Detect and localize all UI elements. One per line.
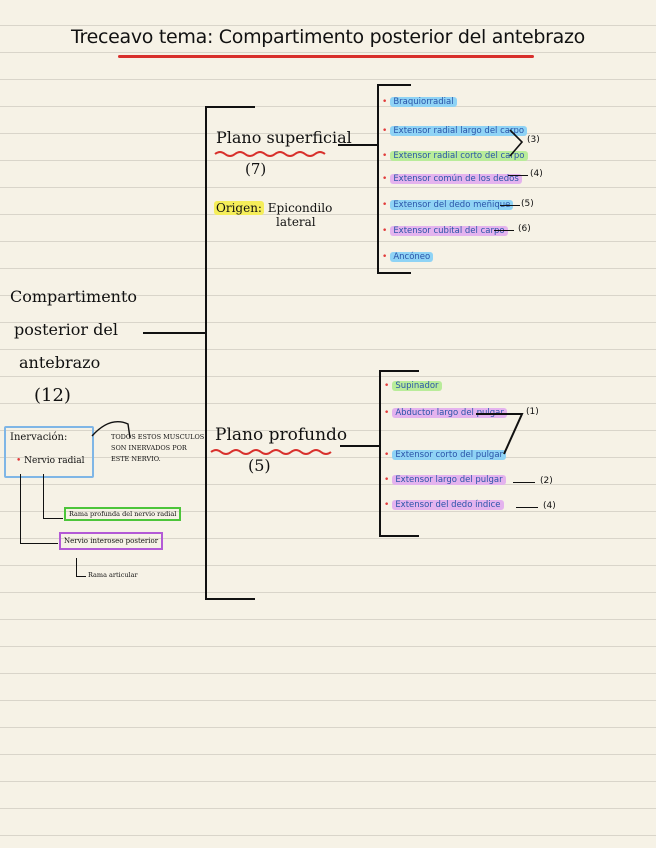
superficial-connector [338,144,378,146]
superficial-ref-3: (3) [527,135,540,145]
nerve-name-text: Nervio radial [24,456,85,466]
superficial-count: (7) [245,160,267,178]
ref-line-p4 [516,507,538,508]
superficial-item-text: Extensor cubital del carpo [390,226,508,236]
profundo-item-text: Extensor del dedo índice [392,500,504,510]
origin-value-2: lateral [276,215,316,229]
innervation-label: Inervación: [10,432,68,443]
superficial-item-text: Braquiorradial [390,97,457,107]
profundo-item: •Abductor largo del pulgar [384,408,507,419]
note-line-2: SON INERVADOS POR [111,444,187,452]
profundo-ref-1: (1) [526,407,539,417]
bullet-icon: • [382,126,388,136]
branch-line-inner [43,474,44,519]
branch-line-art-h [76,576,86,577]
superficial-item: •Extensor común de los dedos [382,174,522,185]
bullet-icon: • [382,252,388,262]
profundo-bracket [379,370,419,537]
origin-block: Origen: Epicondilo lateral [214,201,332,229]
superficial-wavy-underline [214,151,326,157]
note-line-1: TODOS ESTOS MUSCULOS [111,433,205,441]
branch-line-deep [43,518,63,519]
pin-box: Nervio interoseo posterior [59,532,164,550]
bullet-icon: • [384,408,390,418]
root-count: (12) [34,385,71,406]
superficial-item-text: Extensor del dedo meñique [390,200,514,210]
superficial-item: •Braquiorradial [382,97,457,108]
profundo-ref-2: (2) [540,476,553,486]
title-underline [118,55,534,58]
profundo-ref-4: (4) [543,501,556,511]
superficial-item: •Extensor cubital del carpo [382,226,508,237]
deep-branch-box: Rama profunda del nervio radial [64,507,182,521]
profundo-item-text: Supinador [392,381,442,391]
root-connector [143,332,207,334]
root-line-2: posterior del [14,320,118,339]
profundo-item: •Extensor largo del pulgar [384,475,506,486]
superficial-item: •Ancóneo [382,252,434,263]
superficial-item-text: Extensor radial largo del carpo [390,126,528,136]
page-title: Treceavo tema: Compartimento posterior d… [70,26,585,48]
profundo-connector [340,445,380,447]
profundo-item-text: Extensor largo del pulgar [392,475,506,485]
profundo-item-text: Abductor largo del pulgar [392,408,507,418]
note-arrow [91,421,131,439]
superficial-ref-5: (5) [521,199,534,209]
bullet-icon: • [384,381,390,391]
innervation-box: Inervación: • Nervio radial [4,426,94,478]
profundo-label: Plano profundo [215,425,348,445]
bullet-icon: • [384,500,390,510]
superficial-bracket [377,84,411,274]
ref-line-5 [500,205,520,206]
ref-line-4 [508,175,528,176]
profundo-count: (5) [248,456,271,475]
profundo-item: •Extensor del dedo índice [384,500,504,511]
bullet-icon: • [382,200,388,210]
bullet-icon: • [382,97,388,107]
profundo-item: •Supinador [384,381,442,392]
superficial-ref-6: (6) [518,224,531,234]
superficial-group-brace [509,129,524,157]
note-line-3: ESTE NERVIO. [111,455,161,463]
innervation-note: TODOS ESTOS MUSCULOS SON INERVADOS POR E… [111,432,204,465]
superficial-item: •Extensor radial largo del carpo [382,126,528,137]
superficial-item: •Extensor del dedo meñique [382,200,514,211]
profundo-item-text: Extensor corto del pulgar [392,450,507,460]
profundo-group-connector [476,413,524,455]
profundo-item: •Extensor corto del pulgar [384,450,507,461]
bullet-icon: • [382,226,388,236]
superficial-label: Plano superficial [216,128,352,147]
origin-label: Origen: [214,201,264,215]
root-label: Compartimento posterior del antebrazo (1… [10,280,137,412]
superficial-item: •Extensor radial corto del carpo [382,151,528,162]
branch-line-pin [20,543,58,544]
articular-branch: Rama articular [88,571,138,579]
root-line-3: antebrazo [19,353,101,372]
superficial-ref-4: (4) [530,169,543,179]
ref-line-p2 [513,482,535,483]
bullet-icon: • [382,174,388,184]
root-line-1: Compartimento [10,287,138,306]
superficial-item-text: Extensor común de los dedos [390,174,522,184]
branch-line-art [76,558,77,576]
profundo-wavy-underline [210,449,332,455]
nerve-name: • Nervio radial [16,456,85,466]
ref-line-6 [494,230,514,231]
bullet-icon: • [384,450,390,460]
bullet-icon: • [384,475,390,485]
branch-line-outer [20,474,21,544]
superficial-item-text: Extensor radial corto del carpo [390,151,528,161]
main-bracket [205,106,255,600]
superficial-item-text: Ancóneo [390,252,434,262]
bullet-icon: • [382,151,388,161]
origin-value-1: Epicondilo [267,201,333,215]
